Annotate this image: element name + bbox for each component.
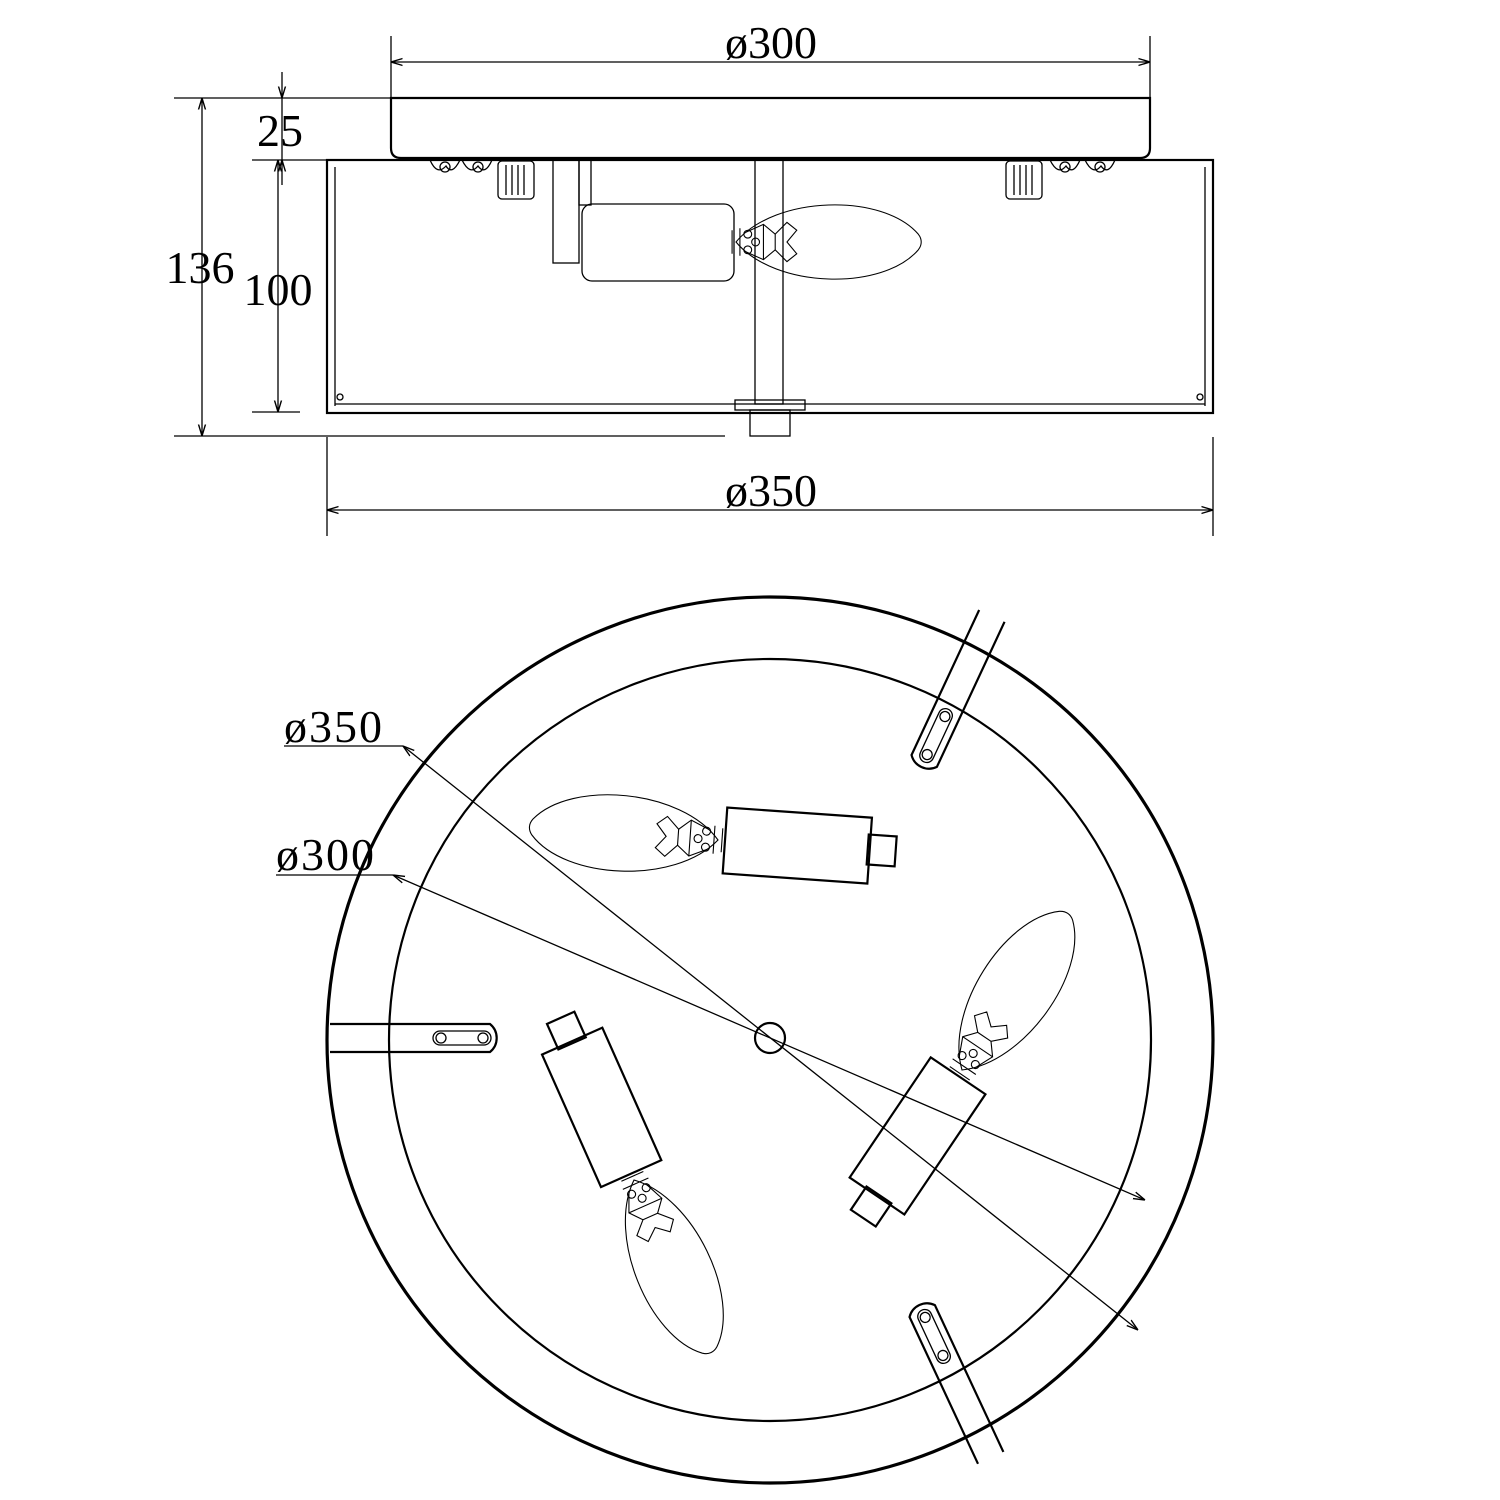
lamp-top xyxy=(526,788,898,885)
bottom-diameter-label: ø350 xyxy=(725,465,817,516)
dim-bottom-diameter: ø350 xyxy=(326,437,1214,536)
central-rod xyxy=(754,159,784,405)
outer-rim xyxy=(325,595,1215,1485)
lamp-socket-side xyxy=(552,159,922,282)
side-view: ø300 ø350 136 25 100 xyxy=(166,17,1215,536)
finial xyxy=(749,409,791,437)
shade-outline xyxy=(325,158,1215,415)
lamp-right xyxy=(848,891,1100,1229)
top-diameter-label: ø300 xyxy=(725,17,817,68)
dim-shade-height: 100 xyxy=(244,160,313,412)
inner-diameter-label: ø300 xyxy=(276,829,376,880)
dim-top-diameter: ø300 xyxy=(390,17,1151,98)
mounting-clips xyxy=(429,159,1116,200)
dim-canopy-height: 25 xyxy=(257,72,303,185)
shade-height-label: 100 xyxy=(244,264,313,315)
canopy xyxy=(389,96,1152,160)
total-height-label: 136 xyxy=(166,242,235,293)
dim-outer-diameter: ø350 xyxy=(284,701,1138,1330)
outer-diameter-label: ø350 xyxy=(284,701,384,752)
dim-inner-diameter: ø300 xyxy=(276,829,1145,1200)
dim-total-height: 136 xyxy=(166,98,235,436)
bracket-bottom-right xyxy=(908,1302,1005,1465)
canopy-height-label: 25 xyxy=(257,105,303,156)
lamp-bottom-left xyxy=(540,1010,747,1369)
bottom-view: ø350 ø300 xyxy=(276,595,1215,1485)
inner-diffuser xyxy=(387,657,1153,1423)
bracket-left xyxy=(330,1022,498,1054)
